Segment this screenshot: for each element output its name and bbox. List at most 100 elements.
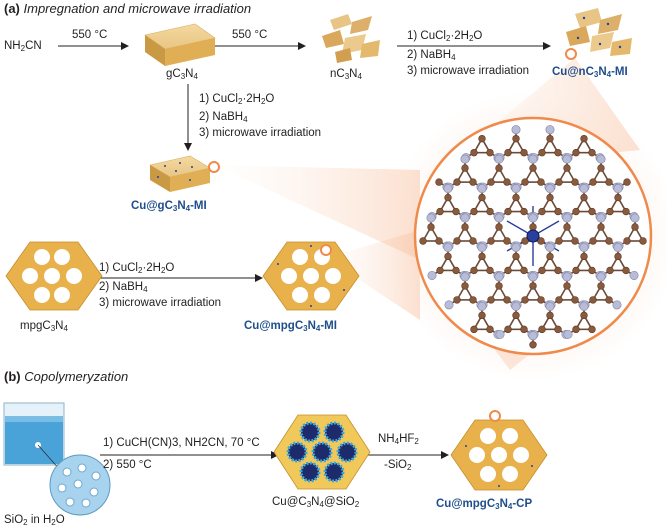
cumpg-cp-hexagon — [450, 410, 548, 491]
carbon-atom — [503, 296, 511, 304]
carbon-atom — [580, 134, 588, 143]
carbon-atom — [639, 237, 647, 245]
nitrogen-atom — [579, 242, 589, 252]
carbon-atom — [520, 148, 528, 157]
carbon-atom — [529, 341, 537, 349]
step-cucl2-mid: 1) CuCl2·2H2O — [199, 93, 275, 106]
carbon-atom — [453, 237, 461, 245]
temp-label-1: 550 °C — [72, 29, 108, 41]
nitrogen-atom — [562, 154, 572, 164]
carbon-atom — [478, 134, 486, 143]
carbon-atom — [546, 311, 554, 320]
nitrogen-atom — [528, 213, 538, 223]
carbon-atom — [605, 178, 613, 186]
carbon-atom — [529, 223, 537, 231]
carbon-atom — [512, 311, 520, 320]
carbon-atom — [546, 252, 554, 261]
carbon-atom — [503, 178, 511, 186]
carbon-atom — [554, 266, 562, 275]
nitrogen-atom — [494, 213, 504, 223]
nitrogen-atom — [613, 184, 623, 194]
sio2-label: SiO2 in H2O — [4, 514, 65, 527]
step-nh4hf2: NH4HF2 — [378, 433, 419, 446]
step-nabh4-mid: 2) NaBH4 — [199, 111, 248, 124]
nitrogen-atom — [579, 184, 589, 194]
carbon-atom — [469, 237, 477, 245]
gcn-block — [144, 23, 216, 66]
carbon-atom — [529, 282, 537, 290]
carbon-atom — [521, 237, 529, 245]
step-nabh4-top: 2) NaBH4 — [407, 49, 456, 62]
carbon-atom — [461, 282, 469, 290]
nitrogen-atom — [443, 184, 453, 194]
carbon-atom — [572, 207, 580, 216]
step-mw-top: 3) microwave irradiation — [407, 65, 530, 77]
carbon-atom — [554, 148, 562, 157]
carbon-atom — [614, 193, 622, 202]
carbon-atom — [478, 252, 486, 261]
cusio2-label: Cu@C3N4@SiO2 — [272, 496, 360, 509]
carbon-atom — [555, 296, 563, 304]
nitrogen-atom — [443, 242, 453, 252]
step-mw-mid: 3) microwave irradiation — [199, 127, 322, 139]
carbon-atom — [487, 296, 495, 304]
carbon-atom — [537, 178, 545, 186]
carbon-atom — [478, 193, 486, 202]
nitrogen-atom — [477, 301, 487, 311]
carbon-atom — [572, 325, 580, 334]
carbon-atom — [588, 207, 596, 216]
carbon-atom — [444, 193, 452, 202]
carbon-atom — [538, 148, 546, 157]
nitrogen-atom — [629, 270, 639, 280]
carbon-atom — [461, 164, 469, 172]
carbon-atom — [631, 223, 639, 231]
product-cu-mpg-mi: Cu@mpgC3N4-MI — [244, 320, 337, 333]
carbon-atom — [470, 148, 478, 157]
carbon-atom — [487, 178, 495, 186]
carbon-atom — [580, 311, 588, 320]
sio2-dispersion — [37, 444, 111, 516]
nitrogen-atom — [545, 184, 555, 194]
carbon-atom — [571, 237, 579, 245]
nitrogen-atom — [579, 301, 589, 311]
nitrogen-atom — [427, 270, 437, 280]
nitrogen-atom — [545, 301, 555, 311]
nitrogen-atom — [528, 272, 538, 282]
carbon-atom — [486, 325, 494, 334]
carbon-atom — [605, 237, 613, 245]
step-copoly-1: 1) CuCH(CN)3, NH2CN, 70 °C — [103, 437, 260, 449]
carbon-atom — [538, 266, 546, 275]
carbon-atom — [554, 325, 562, 334]
nitrogen-atom — [460, 213, 470, 223]
carbon-atom — [623, 178, 631, 186]
carbon-atom — [520, 207, 528, 216]
carbon-atom — [571, 296, 579, 304]
carbon-atom — [504, 148, 512, 157]
nitrogen-atom — [612, 300, 622, 310]
carbon-atom — [495, 164, 503, 172]
carbon-atom — [444, 252, 452, 261]
carbon-atom — [495, 282, 503, 290]
carbon-atom — [538, 207, 546, 216]
carbon-atom — [478, 311, 486, 320]
carbon-atom — [589, 296, 597, 304]
carbon-atom — [580, 193, 588, 202]
nh2cn-label: NH2CN — [4, 40, 42, 53]
cuncn-flakes — [565, 8, 632, 60]
carbon-atom — [521, 296, 529, 304]
carbon-atom — [486, 148, 494, 157]
step-nabh4-low: 2) NaBH4 — [99, 281, 148, 294]
carbon-atom — [486, 266, 494, 275]
nitrogen-atom — [630, 213, 640, 223]
nitrogen-atom — [545, 242, 555, 252]
beaker — [3, 402, 65, 466]
carbon-atom — [537, 296, 545, 304]
carbon-atom — [512, 193, 520, 202]
carbon-atom — [623, 237, 631, 245]
carbon-atom — [538, 325, 546, 334]
carbon-atom — [435, 237, 443, 245]
carbon-atom — [546, 193, 554, 202]
mpg-hexagon — [5, 241, 103, 311]
carbon-atom — [572, 148, 580, 157]
